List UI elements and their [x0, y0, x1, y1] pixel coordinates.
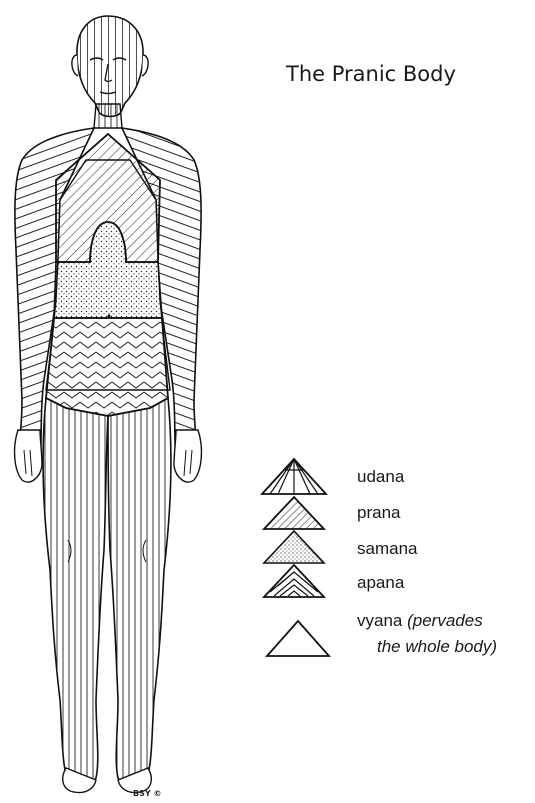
legend-vyana-note-line1: (pervades — [407, 611, 483, 630]
page-title: The Pranic Body — [286, 62, 526, 86]
pelvis-apana-region — [46, 318, 168, 416]
head — [72, 16, 148, 117]
legend-apana-triangle — [264, 565, 324, 597]
legend-vyana-name: vyana — [357, 611, 402, 630]
legs — [43, 398, 171, 793]
legend-udana-triangle — [262, 459, 326, 494]
legend-prana-triangle — [264, 497, 324, 529]
legend-label-prana: prana — [357, 503, 400, 523]
legend-samana-triangle — [264, 531, 324, 563]
legend-label-samana: samana — [357, 539, 417, 559]
copyright-mark: BSY © — [133, 789, 161, 798]
legend-label-vyana: vyana (pervades the whole body) — [357, 608, 497, 660]
legend-label-udana: udana — [357, 467, 404, 487]
legend-vyana-note-line2: the whole body) — [357, 634, 497, 660]
neck — [94, 104, 122, 128]
legend-label-apana: apana — [357, 573, 404, 593]
legend-vyana-triangle — [267, 621, 329, 656]
